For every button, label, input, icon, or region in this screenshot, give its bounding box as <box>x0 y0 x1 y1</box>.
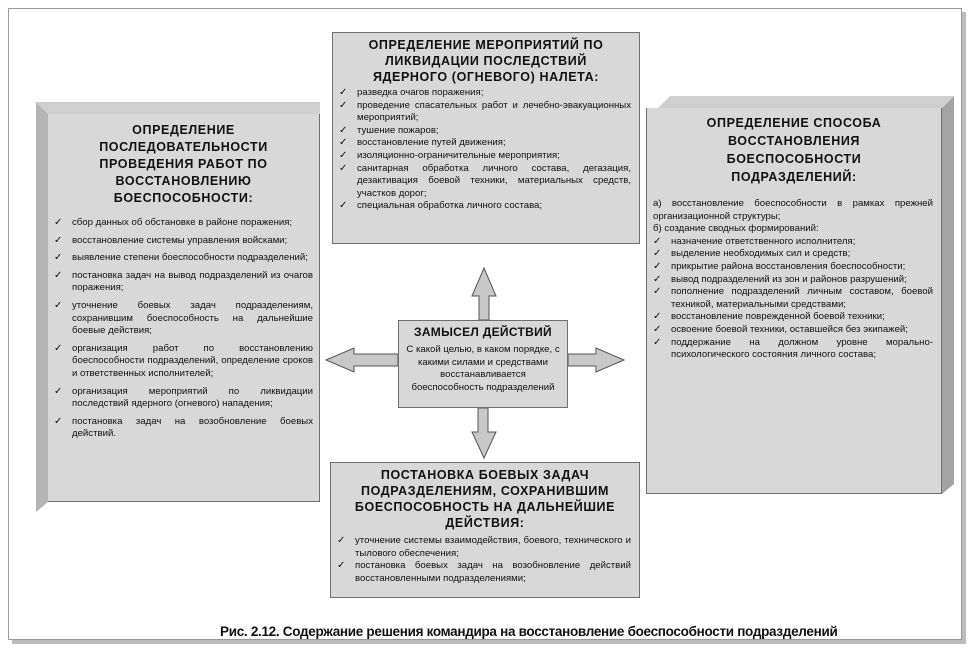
center-box: ЗАМЫСЕЛ ДЕЙСТВИЙ С какой целью, в каком … <box>398 320 568 408</box>
list-item: прикрытие района восстановления боеспосо… <box>649 261 933 274</box>
right-box: ОПРЕДЕЛЕНИЕ СПОСОБА ВОССТАНОВЛЕНИЯ БОЕСП… <box>646 108 942 494</box>
list-item: проведение спасательных работ и лечебно-… <box>335 100 631 125</box>
list-item: восстановление путей движения; <box>335 137 631 150</box>
top-box-title: ОПРЕДЕЛЕНИЕ МЕРОПРИЯТИЙ ПО ЛИКВИДАЦИИ ПО… <box>368 38 604 84</box>
list-item: выделение необходимых сил и средств; <box>649 248 933 261</box>
left-box-bevel-left <box>36 102 48 512</box>
list-item: организация работ по восстановлению боес… <box>50 343 313 381</box>
list-item: специальная обработка личного состава; <box>335 200 631 213</box>
left-box-bevel-top <box>36 102 320 114</box>
list-item: постановка задач на возобновление боевых… <box>50 416 313 441</box>
list-item: восстановление системы управления войска… <box>50 235 313 248</box>
top-box-list: разведка очагов поражения; проведение сп… <box>333 87 639 213</box>
left-box-list: сбор данных об обстановке в районе пораж… <box>48 217 319 441</box>
arrow-up <box>471 266 497 321</box>
right-box-list: назначение ответственного исполнителя; в… <box>647 236 941 362</box>
list-item: организация мероприятий по ликвидации по… <box>50 386 313 411</box>
list-item: разведка очагов поражения; <box>335 87 631 100</box>
list-item: уточнение боевых задач подразделениям, с… <box>50 300 313 338</box>
list-item: поддержание на должном уровне морально-п… <box>649 337 933 362</box>
left-box: ОПРЕДЕЛЕНИЕ ПОСЛЕДОВАТЕЛЬНОСТИ ПРОВЕДЕНИ… <box>48 114 320 502</box>
list-item: изоляционно-ограничительные мероприятия; <box>335 150 631 163</box>
list-item: уточнение системы взаимодействия, боевог… <box>333 535 631 560</box>
top-box: ОПРЕДЕЛЕНИЕ МЕРОПРИЯТИЙ ПО ЛИКВИДАЦИИ ПО… <box>332 32 640 244</box>
right-box-bevel-top <box>658 96 954 108</box>
list-item: сбор данных об обстановке в районе пораж… <box>50 217 313 230</box>
figure-caption: Рис. 2.12. Содержание решения командира … <box>220 624 838 639</box>
list-item: освоение боевой техники, оставшейся без … <box>649 324 933 337</box>
center-box-text: С какой целью, в каком порядке, с какими… <box>406 344 560 393</box>
right-box-bevel-right <box>942 96 954 494</box>
bottom-box: ПОСТАНОВКА БОЕВЫХ ЗАДАЧ ПОДРАЗДЕЛЕНИЯМ, … <box>330 462 640 598</box>
list-item: тушение пожаров; <box>335 125 631 138</box>
bottom-box-title: ПОСТАНОВКА БОЕВЫХ ЗАДАЧ ПОДРАЗДЕЛЕНИЯМ, … <box>354 468 616 530</box>
list-item: пополнение подразделений личным составом… <box>649 286 933 311</box>
list-item: постановка боевых задач на возобновление… <box>333 560 631 585</box>
arrow-right <box>567 347 626 373</box>
bottom-box-list: уточнение системы взаимодействия, боевог… <box>331 535 639 585</box>
list-item: выявление степени боеспособности подразд… <box>50 252 313 265</box>
right-box-option-a: а) восстановление боеспособности в рамка… <box>653 198 933 222</box>
list-item: назначение ответственного исполнителя; <box>649 236 933 249</box>
list-item: вывод подразделений из зон и районов раз… <box>649 274 933 287</box>
right-box-option-b: б) создание сводных формирований: <box>653 223 819 235</box>
arrow-down <box>471 407 497 460</box>
list-item: постановка задач на вывод подразделений … <box>50 270 313 295</box>
right-box-title: ОПРЕДЕЛЕНИЕ СПОСОБА ВОССТАНОВЛЕНИЯ БОЕСП… <box>706 116 882 184</box>
list-item: санитарная обработка личного состава, де… <box>335 163 631 201</box>
left-box-title: ОПРЕДЕЛЕНИЕ ПОСЛЕДОВАТЕЛЬНОСТИ ПРОВЕДЕНИ… <box>99 123 268 205</box>
arrow-left <box>324 347 399 373</box>
center-box-title: ЗАМЫСЕЛ ДЕЙСТВИЙ <box>414 325 552 339</box>
list-item: восстановление поврежденной боевой техни… <box>649 311 933 324</box>
